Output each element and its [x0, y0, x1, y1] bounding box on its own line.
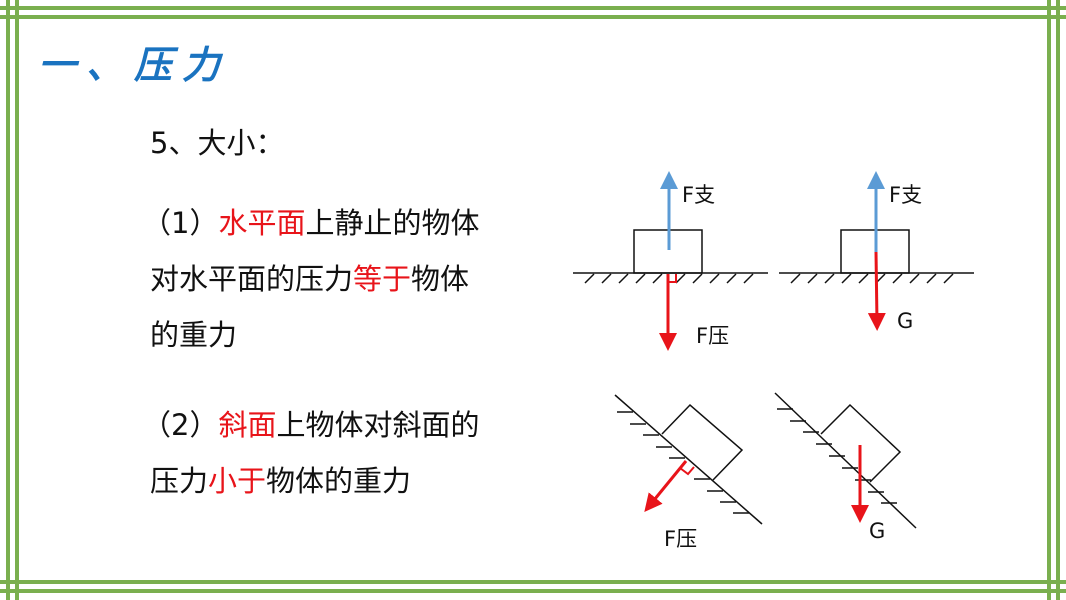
border-top-outer — [0, 6, 1066, 10]
gravity-label-2: G — [869, 519, 885, 543]
border-bottom-inner — [0, 580, 1066, 584]
point2-line2-start: 压力 — [150, 464, 209, 498]
point2-prefix: （2） — [142, 408, 219, 442]
point1-highlight2: 等于 — [353, 262, 412, 296]
diagram-horizontal-pressure — [573, 171, 768, 351]
point2-text: 上物体对斜面的 — [276, 408, 480, 442]
border-right-inner — [1047, 0, 1051, 600]
point1-line1: （1）水平面上静止的物体 — [142, 200, 479, 242]
slide-title: 一、压力 — [38, 42, 231, 87]
section-heading: 5、大小： — [150, 126, 285, 160]
point2-line2-end: 物体的重力 — [266, 464, 412, 498]
support-force-label-1: F支 — [682, 183, 715, 207]
point2-highlight2: 小于 — [208, 464, 267, 498]
point2-line2: 压力小于物体的重力 — [150, 458, 411, 500]
border-left-outer — [6, 0, 10, 600]
diagram-incline-gravity — [774, 392, 917, 529]
diagram-incline-pressure — [614, 394, 763, 525]
point2-line1: （2）斜面上物体对斜面的 — [142, 402, 479, 444]
diagram-horizontal-gravity — [779, 171, 974, 331]
point2-highlight1: 斜面 — [218, 408, 277, 442]
border-bottom-outer — [0, 589, 1066, 593]
point1-line3: 的重力 — [150, 318, 238, 352]
pressure-force-label-1: F压 — [696, 324, 729, 348]
point1-text: 上静止的物体 — [305, 206, 480, 240]
border-left-inner — [15, 0, 19, 600]
point1-highlight1: 水平面 — [218, 206, 306, 240]
point1-prefix: （1） — [142, 206, 219, 240]
point1-line2: 对水平面的压力等于物体 — [150, 256, 469, 298]
gravity-label-1: G — [897, 309, 913, 333]
pressure-force-label-2: F压 — [664, 527, 697, 551]
border-top-inner — [0, 15, 1066, 19]
support-force-label-2: F支 — [889, 183, 922, 207]
point1-line2-end: 物体 — [411, 262, 470, 296]
point1-line2-start: 对水平面的压力 — [150, 262, 354, 296]
border-right-outer — [1056, 0, 1060, 600]
